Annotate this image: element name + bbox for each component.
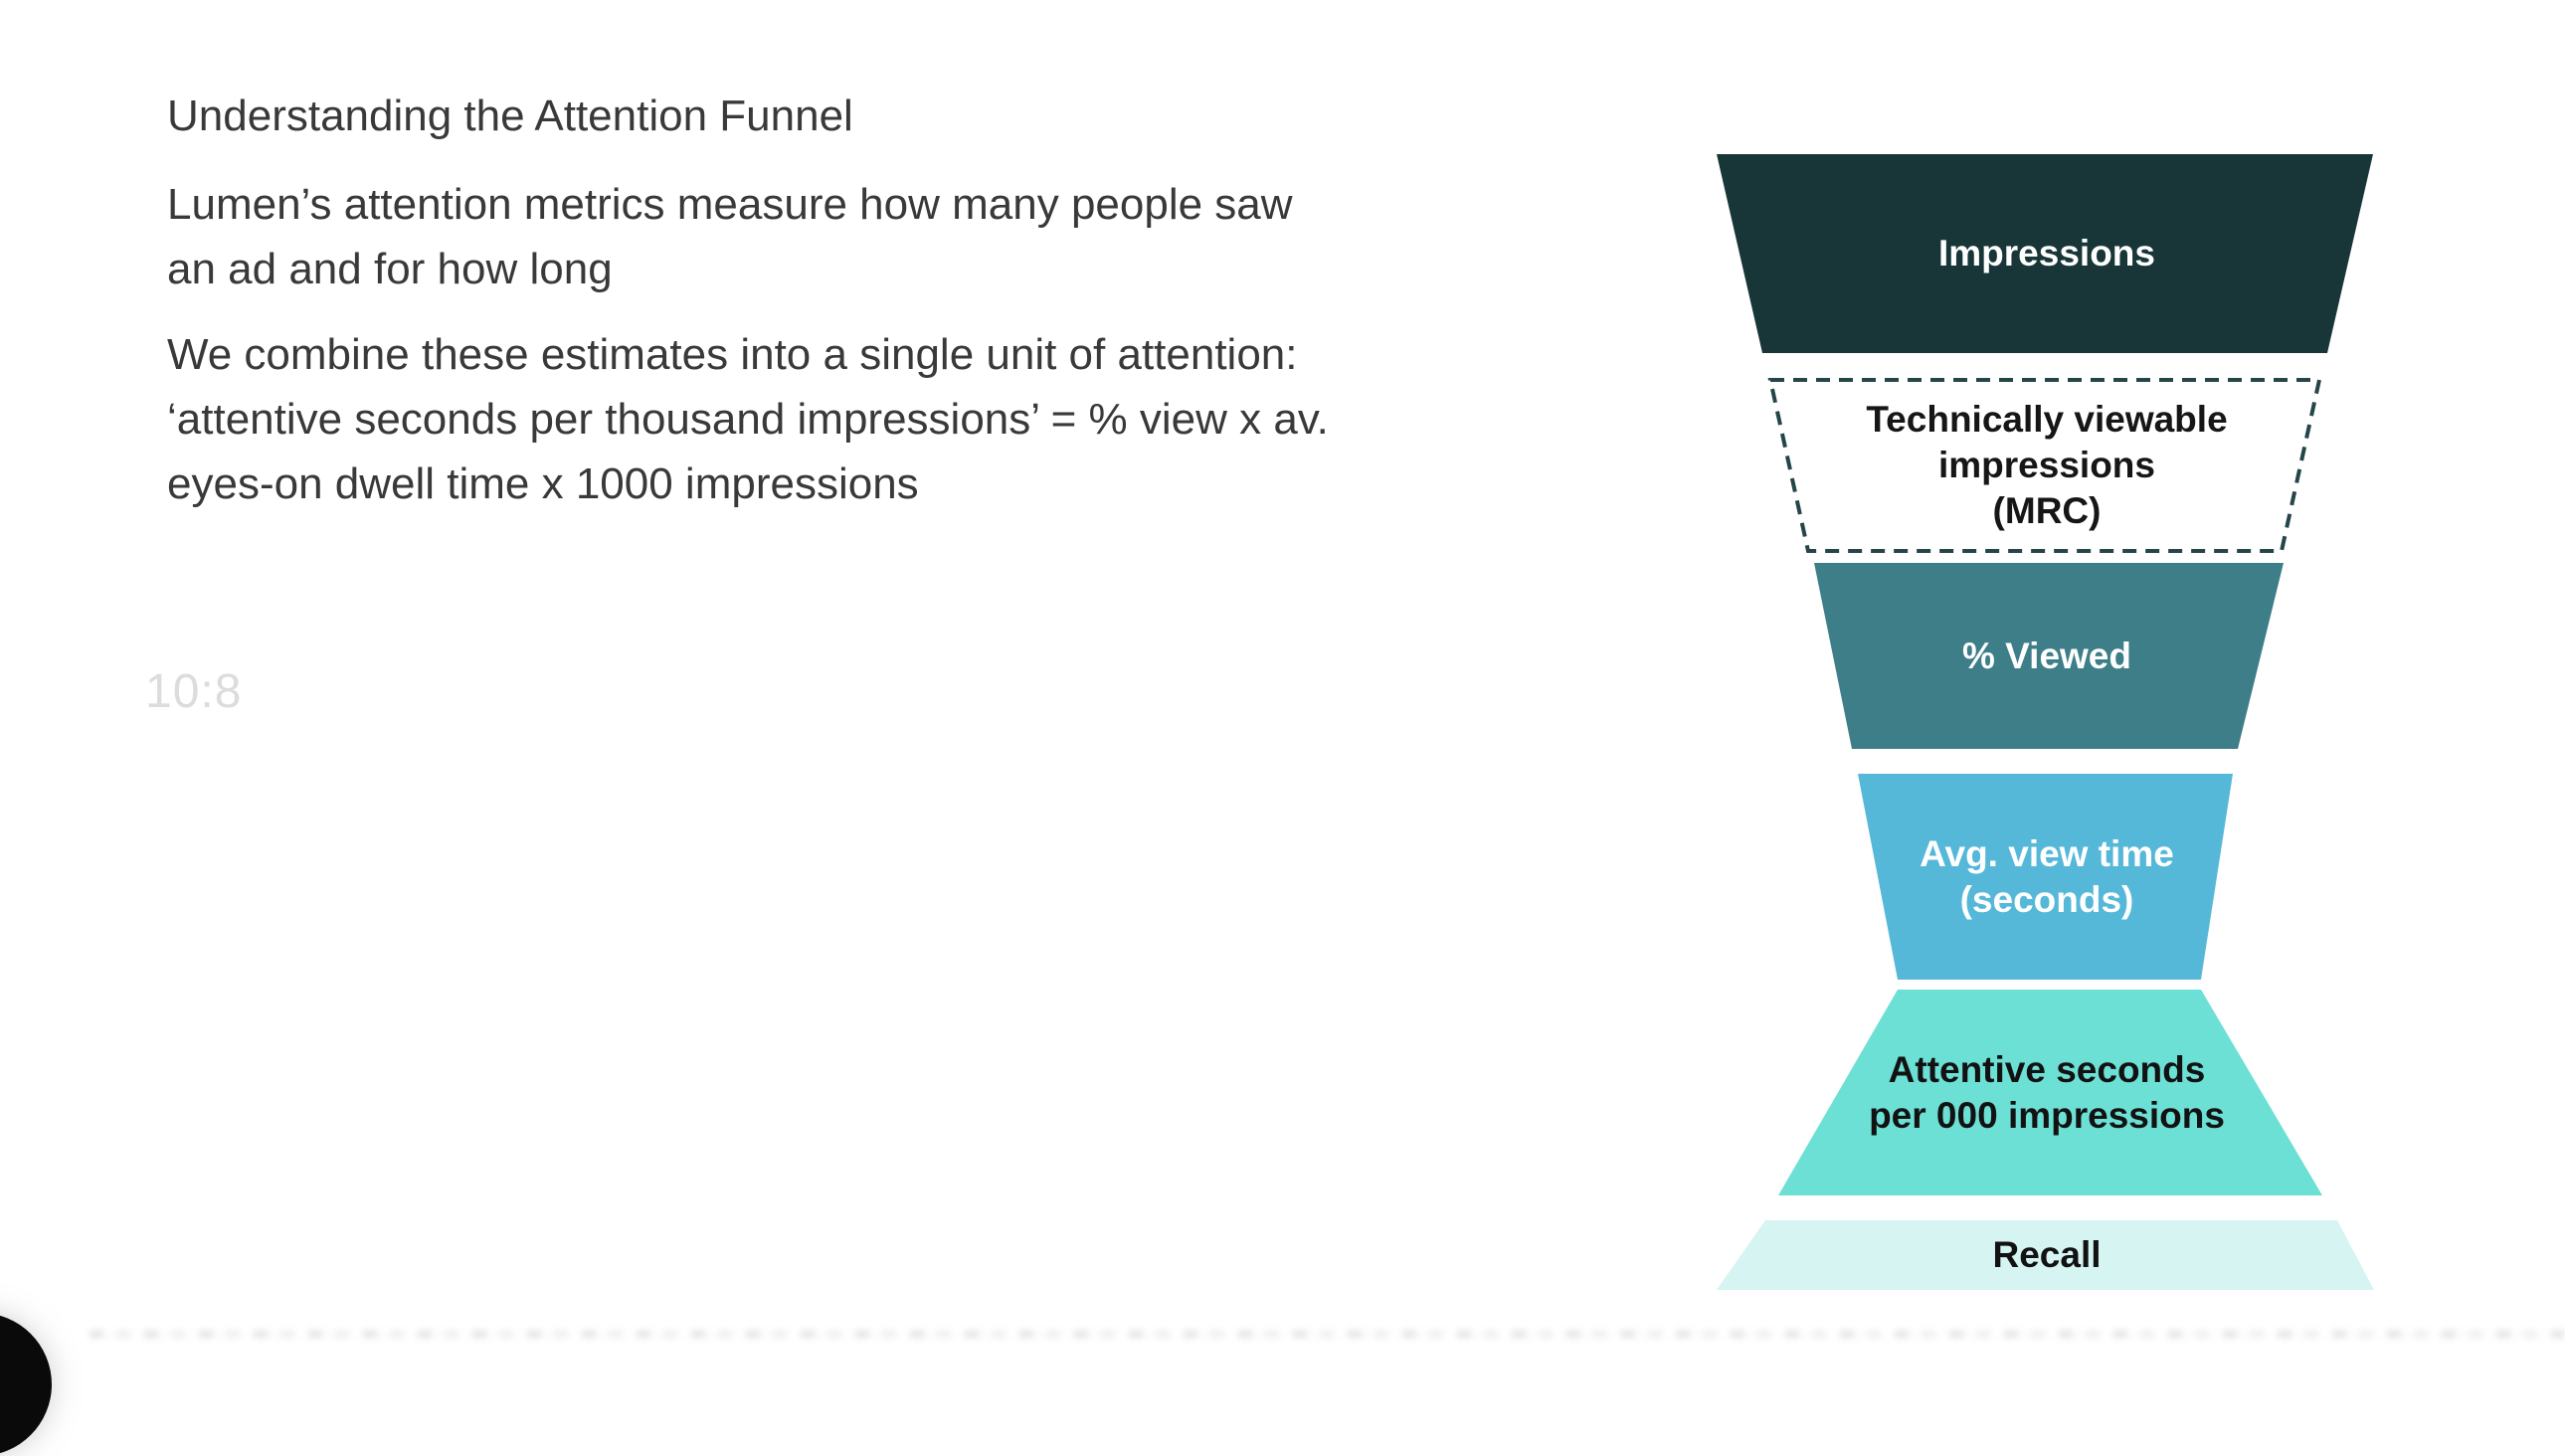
paragraph-attention-metrics: Lumen’s attention metrics measure how ma…: [167, 172, 1460, 301]
funnel-shapes: [1717, 154, 2374, 1290]
paragraph-single-unit: We combine these estimates into a single…: [167, 322, 1460, 516]
funnel-stage-recall-shape: [1717, 1220, 2374, 1290]
paragraph-line: eyes-on dwell time x 1000 impressions: [167, 459, 919, 508]
paragraph-line: Lumen’s attention metrics measure how ma…: [167, 180, 1293, 229]
slide-title: Understanding the Attention Funnel: [167, 91, 853, 140]
aspect-ratio-watermark: 10:8: [145, 665, 243, 718]
slide-text-block: Understanding the Attention Funnel Lumen…: [167, 84, 1460, 537]
funnel-stage-technically-viewable-shape: [1767, 378, 2322, 553]
funnel-stage-pct-viewed-shape: [1814, 563, 2284, 749]
funnel-stage-impressions-shape: [1717, 154, 2373, 353]
attention-funnel-diagram: Impressions Technically viewable impress…: [1715, 154, 2379, 1290]
funnel-stage-avg-view-time-shape: [1858, 774, 2233, 980]
paragraph-line: an ad and for how long: [167, 245, 613, 293]
paragraph-line: ‘attentive seconds per thousand impressi…: [167, 395, 1329, 444]
cropped-thumbnail-strip: [90, 1330, 2565, 1339]
funnel-stage-attentive-seconds-shape: [1778, 990, 2322, 1195]
paragraph-line: We combine these estimates into a single…: [167, 330, 1298, 379]
corner-logo-dot: [0, 1313, 52, 1456]
